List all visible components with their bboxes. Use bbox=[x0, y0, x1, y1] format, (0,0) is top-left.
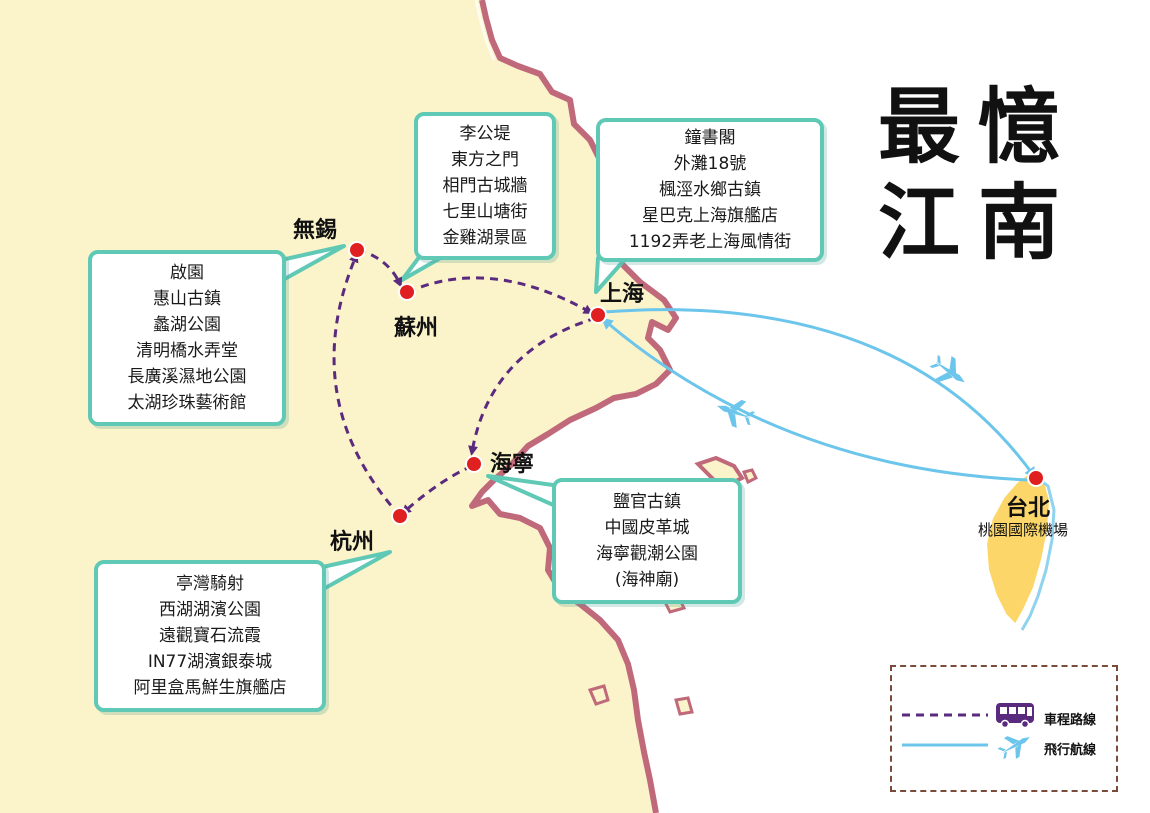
city-dot-hangzhou bbox=[391, 507, 409, 525]
attraction-item: 太湖珍珠藝術館 bbox=[127, 393, 247, 413]
attraction-item: 東方之門 bbox=[451, 150, 519, 170]
attraction-item: 1192弄老上海風情街 bbox=[628, 232, 792, 252]
city-label-hangzhou: 杭州 bbox=[330, 530, 375, 555]
attraction-item: 相門古城牆 bbox=[442, 176, 528, 196]
city-label-shanghai: 上海 bbox=[600, 282, 645, 307]
attraction-item: 中國皮革城 bbox=[604, 518, 690, 538]
route-suzhou-shanghai bbox=[407, 276, 594, 314]
attraction-item: 惠山古鎮 bbox=[153, 289, 221, 309]
city-dot-shanghai bbox=[589, 306, 607, 324]
attraction-item: 啟園 bbox=[170, 263, 204, 283]
flight-taipei-shanghai bbox=[600, 317, 1031, 482]
legend-graphics bbox=[902, 703, 1034, 760]
title-char-4: 南 bbox=[978, 175, 1061, 271]
bus-icon bbox=[996, 703, 1034, 729]
callout-suzhou: 李公堤 東方之門 相門古城牆 七里山塘街 金雞湖景區 bbox=[414, 112, 556, 260]
attraction-item: 鐘書閣 bbox=[684, 128, 736, 148]
attraction-item: 遠觀寶石流霞 bbox=[159, 626, 261, 646]
legend-flight-label: 飛行航線 bbox=[1044, 743, 1097, 758]
attraction-item: 金雞湖景區 bbox=[442, 228, 528, 248]
callout-haining: 鹽官古鎮 中國皮革城 海寧觀潮公園 (海神廟) bbox=[552, 478, 742, 604]
airplane-icon bbox=[997, 736, 1030, 760]
attraction-item: 清明橋水弄堂 bbox=[136, 341, 238, 361]
airplane-icon bbox=[717, 399, 756, 428]
attraction-item: 七里山塘街 bbox=[442, 202, 528, 222]
route-haining-hangzhou bbox=[401, 464, 473, 515]
attraction-item: 蠡湖公園 bbox=[153, 315, 221, 335]
city-label-suzhou: 蘇州 bbox=[394, 316, 439, 341]
taiwan-island bbox=[981, 467, 1056, 631]
attraction-item: 長廣溪濕地公園 bbox=[127, 367, 247, 387]
attraction-item: 外灘18號 bbox=[673, 154, 747, 174]
legend-bus-label: 車程路線 bbox=[1044, 713, 1097, 728]
attraction-item: (海神廟) bbox=[614, 570, 680, 590]
flight-routes bbox=[600, 308, 1037, 482]
city-dots bbox=[348, 241, 1045, 525]
city-dot-suzhou bbox=[398, 283, 416, 301]
city-label-wuxi: 無錫 bbox=[293, 218, 338, 243]
attraction-item: 鹽官古鎮 bbox=[613, 492, 681, 512]
attraction-item: IN77湖濱銀泰城 bbox=[147, 652, 273, 672]
attraction-item: 星巴克上海旗艦店 bbox=[642, 206, 778, 226]
airplane-icon bbox=[929, 354, 965, 383]
callout-hangzhou: 亭灣騎射 西湖湖濱公園 遠觀寶石流霞 IN77湖濱銀泰城 阿里盒馬鮮生旗艦店 bbox=[94, 560, 326, 712]
airport-label: 桃園國際機場 bbox=[978, 521, 1069, 539]
attraction-item: 西湖湖濱公園 bbox=[159, 600, 261, 620]
title-char-1: 最 bbox=[878, 79, 961, 175]
route-hangzhou-wuxi bbox=[332, 252, 402, 518]
city-dot-haining bbox=[465, 455, 483, 473]
title-char-3: 江 bbox=[878, 175, 961, 271]
route-shanghai-haining bbox=[468, 316, 597, 456]
attraction-item: 海寧觀潮公園 bbox=[596, 544, 698, 564]
attraction-item: 阿里盒馬鮮生旗艦店 bbox=[133, 678, 287, 698]
map-legend: 車程路線 飛行航線 bbox=[890, 665, 1118, 792]
callout-wuxi: 啟園 惠山古鎮 蠡湖公園 清明橋水弄堂 長廣溪濕地公園 太湖珍珠藝術館 bbox=[88, 250, 286, 426]
title-char-2: 憶 bbox=[978, 79, 1061, 175]
flight-shanghai-taipei bbox=[603, 308, 1037, 480]
city-label-taipei: 台北 bbox=[1006, 496, 1051, 521]
city-dot-taipei bbox=[1027, 469, 1045, 487]
attraction-item: 李公堤 bbox=[459, 124, 511, 144]
attraction-item: 楓涇水鄉古鎮 bbox=[659, 180, 761, 200]
city-dot-wuxi bbox=[348, 241, 366, 259]
callout-shanghai: 鐘書閣 外灘18號 楓涇水鄉古鎮 星巴克上海旗艦店 1192弄老上海風情街 bbox=[596, 118, 824, 262]
attraction-item: 亭灣騎射 bbox=[176, 574, 244, 594]
city-label-haining: 海寧 bbox=[490, 452, 535, 477]
